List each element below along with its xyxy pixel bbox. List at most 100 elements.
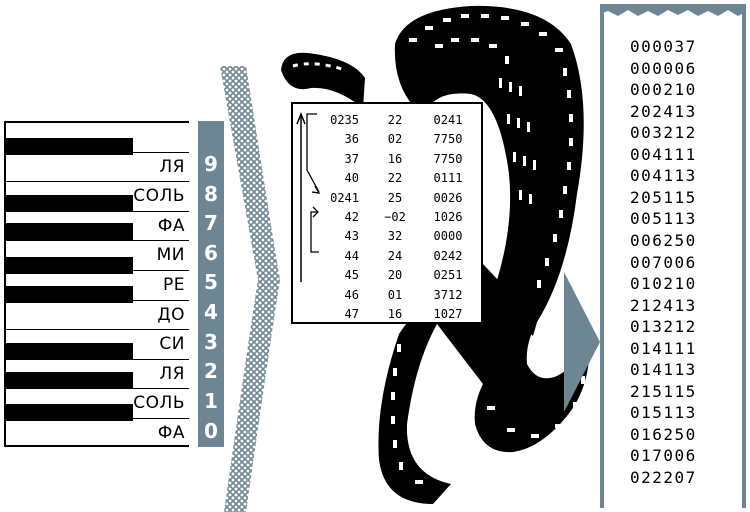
note-label: ЛЯ [159,363,185,384]
program-row: 46 01 3712 [293,288,483,306]
program-operand: 0000 [433,229,463,244]
program-operand: 0241 [433,113,463,127]
program-operand: 0242 [433,248,463,263]
black-key [6,286,133,303]
digit-label: 1 [198,389,224,414]
jump-arrows [296,111,321,282]
tape-code: 010210 [630,274,697,294]
note-label: ФА [157,215,185,236]
program-address: 42 [344,210,359,224]
tape-code: 202413 [630,101,697,121]
tape-code: 015113 [630,403,697,423]
digit-label: 4 [198,300,224,325]
piano-key: ФА [6,212,189,242]
program-opcode: 25 [387,190,403,205]
tape-code: 000006 [630,58,697,78]
program-row: 44 24 0242 [293,249,483,267]
tape-code: 006250 [630,230,697,250]
piano-key: ФА [6,419,189,449]
tape-code: 007006 [630,252,697,272]
note-label: СОЛЬ [133,393,185,414]
tape-code: 000210 [630,80,697,100]
program-opcode: 22 [387,171,403,186]
program-row: 36 02 7750 [293,132,483,150]
note-label: ЛЯ [159,156,185,177]
note-label: СОЛЬ [133,186,185,207]
black-key [6,257,133,274]
program-opcode: 01 [387,287,403,302]
digit-label: 7 [198,211,224,236]
program-address: 0241 [330,190,359,205]
program-opcode: 20 [387,268,403,283]
black-key [6,138,133,155]
program-row: 47 16 1027 [293,307,483,325]
program-opcode: −02 [384,210,406,224]
black-key [6,404,133,421]
program-address: 36 [344,132,359,147]
black-key [6,372,133,389]
tape-code: 205115 [630,187,697,207]
black-key [6,223,133,240]
tape-code: 005113 [630,209,697,229]
program-operand: 0026 [433,190,463,205]
tape-code: 212413 [630,295,697,315]
tape-code: 004111 [630,144,697,164]
output-arrow [564,272,600,412]
program-opcode: 32 [387,229,403,244]
tape-code: 215115 [630,381,697,401]
program-address: 43 [344,229,359,244]
program-address: 44 [344,248,359,263]
program-address: 46 [344,287,359,302]
black-key [6,343,133,360]
digit-label: 6 [198,241,224,266]
note-label: МИ [156,245,185,266]
black-key [6,195,133,212]
tape-code: 004113 [630,166,697,186]
program-address: 40 [344,171,359,186]
tape-torn-edge [600,4,746,16]
tape-code: 014113 [630,360,697,380]
digit-label: 9 [198,152,224,177]
program-operand: 3712 [433,287,463,302]
program-operand: 7750 [433,132,463,147]
program-address: 47 [344,307,359,321]
program-opcode: 16 [387,307,403,321]
tape-code: 017006 [630,446,697,466]
program-operand: 7750 [433,151,463,166]
film-strip [281,5,591,504]
program-operand: 1027 [433,307,463,321]
program-row: 42 −02 1026 [293,210,483,228]
crosshatch-arrow [220,66,280,512]
program-address: 37 [344,151,359,166]
program-row: 40 22 0111 [293,171,483,189]
digit-label: 8 [198,182,224,207]
program-row: 0241 25 0026 [293,191,483,209]
note-label: ДО [157,304,185,325]
tape-code: 022207 [630,468,697,487]
piano-key: ЛЯ [6,153,189,183]
digit-label: 3 [198,330,224,355]
note-label: РЕ [163,275,185,295]
digit-label: 2 [198,359,224,384]
digit-column: 9 8 7 6 5 4 3 2 1 0 [198,121,224,447]
tape-code: 016250 [630,424,697,444]
program-operand: 1026 [433,210,463,224]
tape-code: 013212 [630,317,697,337]
program-opcode: 16 [387,151,403,166]
program-operand: 0111 [433,171,463,186]
digit-label: 0 [198,419,224,444]
program-operand: 0251 [433,268,463,283]
program-row: 43 32 0000 [293,229,483,247]
program-opcode: 22 [387,113,403,127]
piano-key: ДО [6,301,189,331]
program-opcode: 24 [387,248,403,263]
tape-code: 003212 [630,123,697,143]
digit-label: 5 [198,270,224,295]
program-opcode: 02 [387,132,403,147]
program-row: 37 16 7750 [293,152,483,170]
